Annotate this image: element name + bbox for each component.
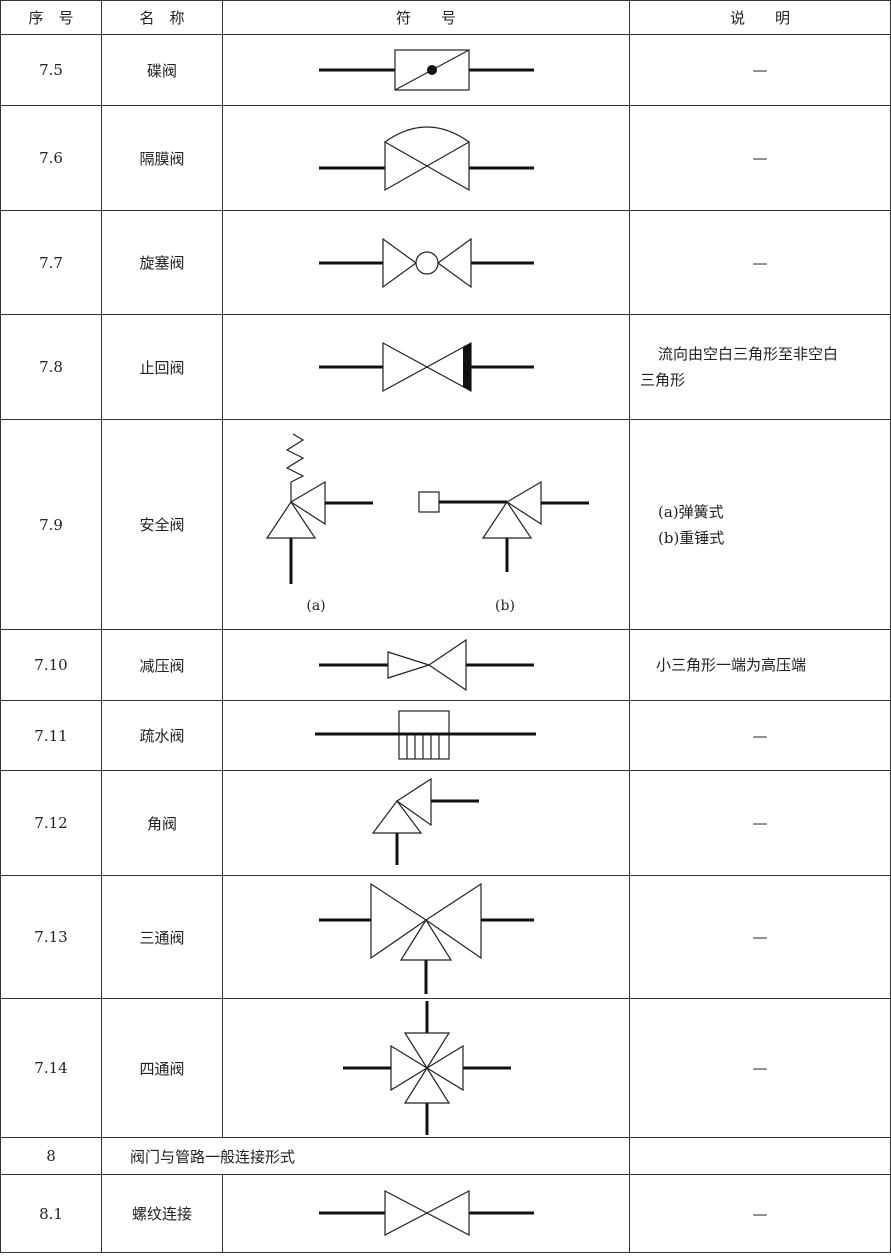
pressure-reducing-valve-icon bbox=[319, 638, 534, 692]
row-desc: — bbox=[629, 34, 891, 106]
table-row: 7.6 隔膜阀 — bbox=[0, 105, 891, 211]
desc-line: 流向由空白三角形至非空白 bbox=[658, 345, 839, 363]
label-b: (b) bbox=[495, 598, 515, 614]
row-name: 减压阀 bbox=[101, 629, 223, 701]
row-symbol bbox=[222, 770, 630, 876]
row-name: 安全阀 bbox=[101, 419, 223, 630]
steam-trap-icon bbox=[315, 710, 536, 760]
row-desc: — bbox=[629, 770, 891, 876]
desc-line: 三角形 bbox=[640, 371, 686, 389]
table-row: 7.12 角阀 — bbox=[0, 770, 891, 876]
row-no: 7.14 bbox=[0, 998, 102, 1138]
row-desc: (a)弹簧式 (b)重锤式 bbox=[629, 419, 891, 630]
desc-line: (b)重锤式 bbox=[658, 528, 725, 547]
row-desc: — bbox=[629, 875, 891, 999]
header-symbol: 符 号 bbox=[222, 0, 630, 35]
table-row: 8.1 螺纹连接 — bbox=[0, 1174, 891, 1253]
row-no: 8.1 bbox=[0, 1174, 102, 1253]
row-no: 7.5 bbox=[0, 34, 102, 106]
row-no: 7.7 bbox=[0, 210, 102, 315]
spring-icon bbox=[285, 433, 305, 483]
table-row-section: 8 阀门与管路一般连接形式 bbox=[0, 1137, 891, 1175]
row-no: 7.11 bbox=[0, 700, 102, 771]
table-row: 7.14 四通阀 — bbox=[0, 998, 891, 1138]
plug-valve-icon bbox=[319, 237, 534, 289]
row-name: 止回阀 bbox=[101, 314, 223, 420]
table-row: 7.11 疏水阀 — bbox=[0, 700, 891, 771]
header-name: 名 称 bbox=[101, 0, 223, 35]
table-row: 7.9 安全阀 (a) (b) (a) bbox=[0, 419, 891, 630]
row-no: 7.12 bbox=[0, 770, 102, 876]
row-name: 碟阀 bbox=[101, 34, 223, 106]
desc-line: (a)弹簧式 bbox=[658, 502, 724, 521]
row-name: 三通阀 bbox=[101, 875, 223, 999]
row-desc: — bbox=[629, 998, 891, 1138]
row-desc: — bbox=[629, 210, 891, 315]
butterfly-valve-icon bbox=[319, 49, 534, 91]
row-no: 7.8 bbox=[0, 314, 102, 420]
header-no: 序 号 bbox=[0, 0, 102, 35]
row-desc: 小三角形一端为高压端 bbox=[629, 629, 891, 701]
row-name: 螺纹连接 bbox=[101, 1174, 223, 1253]
row-symbol bbox=[222, 1174, 630, 1253]
header-desc: 说 明 bbox=[629, 0, 891, 35]
row-no: 7.6 bbox=[0, 105, 102, 211]
row-no: 8 bbox=[0, 1137, 102, 1175]
check-valve-icon bbox=[319, 341, 534, 393]
row-no: 7.10 bbox=[0, 629, 102, 701]
row-name: 旋塞阀 bbox=[101, 210, 223, 315]
row-desc: — bbox=[629, 105, 891, 211]
safety-valve-icon: (a) (b) bbox=[265, 433, 589, 614]
threaded-connection-valve-icon bbox=[319, 1190, 534, 1236]
row-symbol bbox=[222, 875, 630, 999]
row-name: 阀门与管路一般连接形式 bbox=[101, 1137, 630, 1175]
row-symbol: (a) (b) bbox=[222, 419, 630, 630]
row-symbol bbox=[222, 700, 630, 771]
row-desc: — bbox=[629, 1174, 891, 1253]
table-row: 7.10 减压阀 小三角形一端为高压端 bbox=[0, 629, 891, 701]
row-desc: — bbox=[629, 700, 891, 771]
angle-valve-icon bbox=[371, 777, 479, 865]
four-way-valve-icon bbox=[343, 1001, 511, 1135]
table-row: 7.13 三通阀 — bbox=[0, 875, 891, 999]
row-symbol bbox=[222, 210, 630, 315]
row-desc: 流向由空白三角形至非空白 三角形 bbox=[629, 314, 891, 420]
row-symbol bbox=[222, 314, 630, 420]
table-row: 7.7 旋塞阀 — bbox=[0, 210, 891, 315]
table-row: 7.5 碟阀 — bbox=[0, 34, 891, 106]
three-way-valve-icon bbox=[319, 882, 534, 994]
row-symbol bbox=[222, 629, 630, 701]
row-desc bbox=[629, 1137, 891, 1175]
table-row: 7.8 止回阀 流向由空白三角形至非空白 三角形 bbox=[0, 314, 891, 420]
row-symbol bbox=[222, 34, 630, 106]
row-name: 隔膜阀 bbox=[101, 105, 223, 211]
row-symbol bbox=[222, 998, 630, 1138]
row-name: 疏水阀 bbox=[101, 700, 223, 771]
weight-icon bbox=[418, 491, 440, 513]
row-symbol bbox=[222, 105, 630, 211]
row-no: 7.13 bbox=[0, 875, 102, 999]
row-name: 四通阀 bbox=[101, 998, 223, 1138]
header-row: 序 号 名 称 符 号 说 明 bbox=[0, 0, 891, 35]
row-no: 7.9 bbox=[0, 419, 102, 630]
label-a: (a) bbox=[306, 598, 325, 614]
diaphragm-valve-icon bbox=[319, 126, 534, 192]
row-name: 角阀 bbox=[101, 770, 223, 876]
